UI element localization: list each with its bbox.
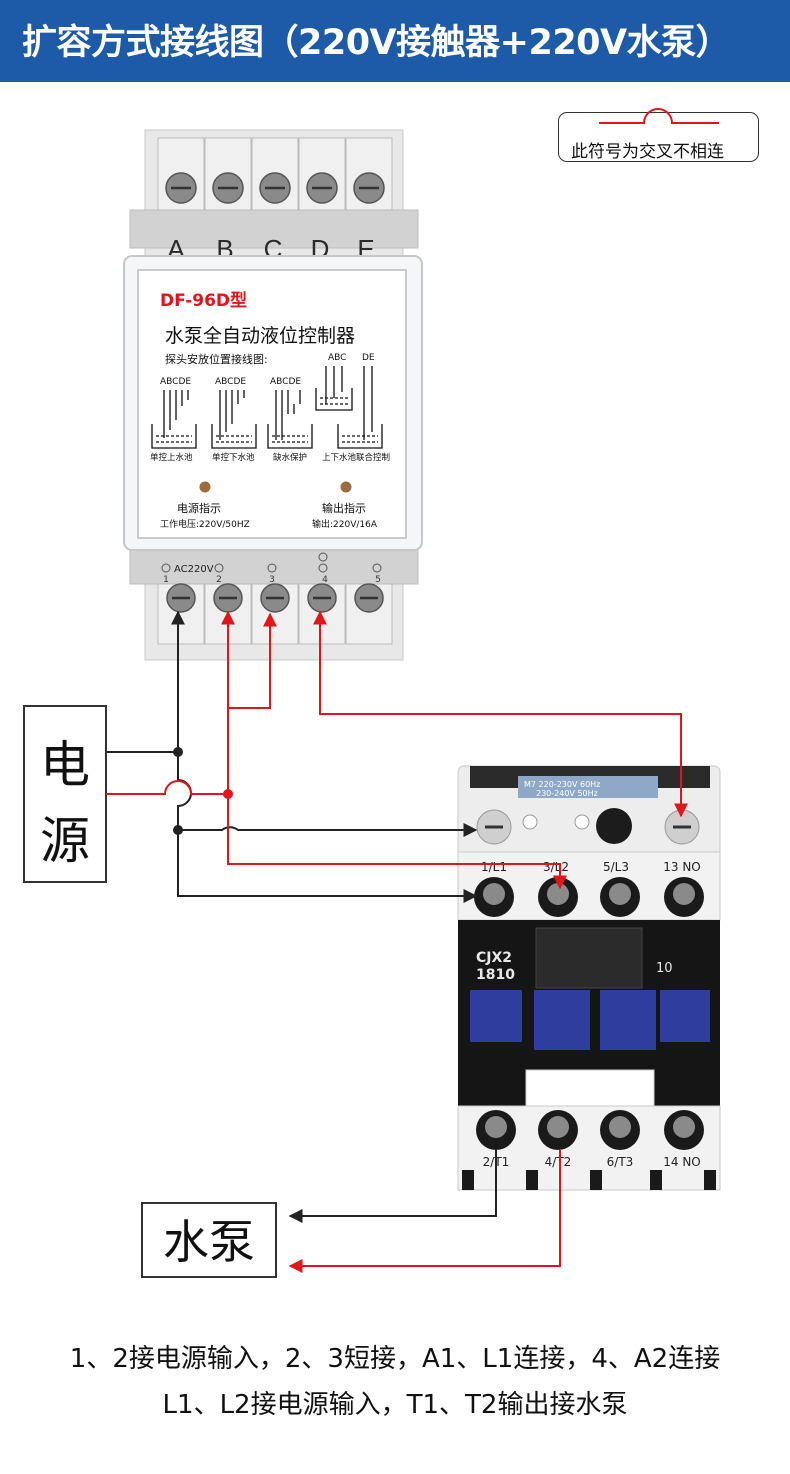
probe-letters-d1: ABC [328, 353, 346, 363]
footer-instruction-1: 1、2接电源输入，2、3短接，A1、L1连接，4、A2连接 [69, 1344, 721, 1374]
legend-box: 此符号为交叉不相连 [558, 108, 759, 162]
probe-letters-a: ABCDE [160, 377, 191, 387]
probe-letters-d2: DE [362, 353, 375, 363]
crossover-symbol-icon [599, 108, 719, 124]
wire-power-line-1 [106, 751, 478, 903]
wiring-diagram: A B C D E DF-96D型 水泵全自动液位控制器 探头安放位置接线图: … [23, 129, 721, 1278]
coil-rating-1: M7 220-230V 60Hz [524, 780, 600, 789]
contactor-model-1: CJX2 [476, 950, 512, 966]
ac-contactor: M7 220-230V 60Hz 230-240V 50Hz 1/L1 3/L2… [457, 765, 721, 1191]
mode-label-4: 上下水池联合控制 [322, 452, 390, 463]
wire-t2-pump [288, 1150, 561, 1273]
output-indicator-led [340, 481, 352, 493]
mode-label-2: 单控下水池 [212, 452, 255, 463]
junction-dot [223, 789, 233, 799]
probe-diagrams [151, 366, 383, 449]
bottom-terminal-block [157, 583, 393, 645]
controller-model: DF-96D型 [160, 290, 247, 311]
contactor-l2-label: 3/L2 [543, 860, 569, 874]
probe-letters-c: ABCDE [270, 377, 301, 387]
legend-text: 此符号为交叉不相连 [571, 142, 724, 162]
power-indicator-label: 电源指示 [177, 501, 221, 515]
power-source-char-2: 源 [40, 812, 90, 870]
pump-box [141, 1202, 277, 1278]
header-banner: 扩容方式接线图（220V接触器+220V水泵） [0, 0, 790, 82]
output-rating: 输出:220V/16A [312, 518, 378, 530]
power-source-box [23, 705, 107, 883]
contactor-13no-label: 13 NO [663, 860, 701, 874]
wire-t1-pump [288, 1150, 497, 1223]
terminal-number-3: 3 [269, 575, 275, 585]
junction-dot [173, 825, 183, 835]
terminal-number-4: 4 [322, 575, 328, 585]
power-indicator-led [199, 481, 211, 493]
junction-dot [173, 747, 183, 757]
terminal-number-1: 1 [163, 575, 169, 585]
liquid-level-controller: A B C D E DF-96D型 水泵全自动液位控制器 探头安放位置接线图: … [123, 129, 423, 661]
contactor-aux-label: 10 [656, 961, 673, 976]
mode-label-3: 缺水保护 [273, 452, 307, 463]
controller-name: 水泵全自动液位控制器 [165, 325, 355, 347]
footer-instruction-2: L1、L2接电源输入，T1、T2输出接水泵 [162, 1390, 628, 1420]
output-indicator-label: 输出指示 [322, 501, 366, 515]
mode-label-1: 单控上水池 [150, 452, 193, 463]
contactor-l3-label: 5/L3 [603, 860, 629, 874]
power-source-char-1: 电 [40, 736, 90, 794]
contactor-model-2: 1810 [476, 967, 515, 983]
probe-letters-b: ABCDE [215, 377, 246, 387]
pump-label: 水泵 [163, 1215, 255, 1269]
contactor-14no-label: 14 NO [663, 1155, 701, 1169]
probe-title: 探头安放位置接线图: [165, 352, 268, 366]
ac220v-label: AC220V [174, 564, 214, 575]
contactor-t3-label: 6/T3 [607, 1155, 634, 1169]
terminal-number-2: 2 [216, 575, 222, 585]
terminal-number-5: 5 [375, 575, 381, 585]
top-terminal-block [157, 137, 393, 211]
wire-a1-coil [178, 823, 478, 837]
wire-power-line-2 [106, 780, 567, 890]
coil-rating-2: 230-240V 50Hz [536, 789, 598, 798]
working-voltage: 工作电压:220V/50HZ [160, 518, 250, 530]
wire-short-2-3 [228, 612, 277, 709]
contactor-t2-label: 4/T2 [545, 1155, 572, 1169]
contactor-l1-label: 1/L1 [481, 860, 507, 874]
page-title: 扩容方式接线图（220V接触器+220V水泵） [22, 23, 731, 63]
